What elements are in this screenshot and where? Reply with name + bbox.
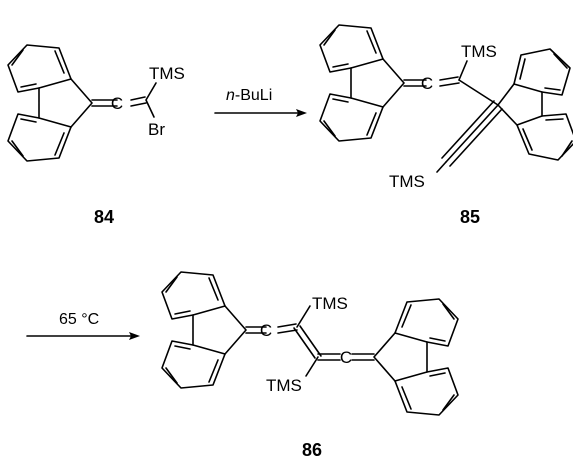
reagent-suffix: -BuLi xyxy=(235,87,272,104)
tms-label: TMS xyxy=(389,172,425,191)
reagent-prefix: n xyxy=(226,87,235,104)
reaction-temperature: 65 °C xyxy=(59,311,99,328)
compound-number-85: 85 xyxy=(460,207,480,227)
tms-label: TMS xyxy=(149,64,185,83)
compound-85-structure xyxy=(319,24,573,173)
bromine-label: Br xyxy=(148,120,165,139)
reagent-n-buli: n-BuLi xyxy=(226,87,272,104)
reaction-arrow-1 xyxy=(214,109,307,117)
allene-carbon-label: C xyxy=(111,94,123,113)
reaction-arrow-2 xyxy=(26,332,140,340)
compound-86-structure xyxy=(161,271,459,416)
allene-carbon-label: C xyxy=(340,348,352,367)
compound-number-84: 84 xyxy=(94,207,114,227)
tms-label: TMS xyxy=(266,376,302,395)
compound-84-structure xyxy=(7,44,157,162)
tms-label: TMS xyxy=(312,294,348,313)
tms-label: TMS xyxy=(461,42,497,61)
compound-number-86: 86 xyxy=(302,440,322,460)
allene-carbon-label: C xyxy=(260,321,272,340)
allene-carbon-label: C xyxy=(421,74,433,93)
